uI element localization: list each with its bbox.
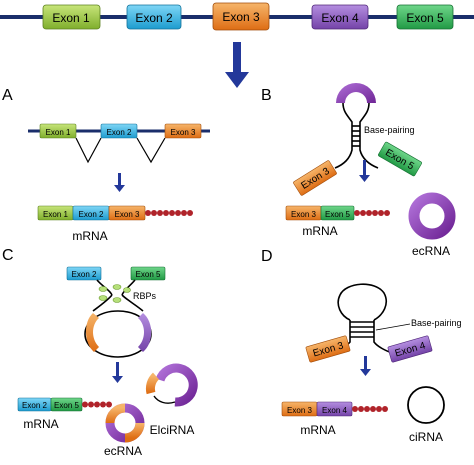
panel-b-exon-5: Exon 5 [378, 141, 422, 177]
panel-c-orange-segment [85, 313, 99, 352]
rbp-proteins [98, 284, 131, 303]
panel-a-exon-2: Exon 2 [100, 123, 138, 139]
panel-c: C Exon 2 Exon 5 RBPs [2, 247, 198, 458]
panel-b-purple-arc [336, 83, 376, 103]
panel-a-mrna-exon-1: Exon 1 [43, 210, 68, 219]
panel-c-exon-5-label: Exon 5 [136, 270, 161, 279]
panel-c-mrna-exon-2: Exon 2 [22, 401, 47, 410]
panel-b-exon-3: Exon 3 [293, 160, 337, 196]
panel-d-pointer-line [375, 323, 411, 331]
panel-c-mrna-exon-5: Exon 5 [54, 401, 79, 410]
panel-a-letter: A [2, 87, 13, 104]
panel-b-mrna-label: mRNA [302, 224, 337, 238]
poly-a-tail [82, 401, 112, 408]
panel-c-rbps-label: RBPs [133, 291, 157, 301]
panel-d-letter: D [261, 248, 273, 265]
poly-a-tail [145, 210, 193, 216]
panel-a-mrna-exon-2: Exon 2 [79, 210, 104, 219]
panel-c-elcirna-label: ElciRNA [150, 423, 195, 437]
panel-a-exon-2-label: Exon 2 [107, 128, 132, 137]
panel-d-cirna-label: ciRNA [409, 430, 443, 444]
panel-b-ecrna-label: ecRNA [412, 244, 450, 258]
panel-a-splice-line-1 [75, 137, 102, 164]
panel-b-mrna-exon-3: Exon 3 [291, 210, 316, 219]
gene-structure: Exon 1 Exon 2 Exon 3 Exon 4 Exon 5 [0, 2, 474, 31]
panel-a-exon-1: Exon 1 [39, 123, 77, 139]
panel-d-arrow [360, 356, 371, 376]
panel-c-ecrna-label: ecRNA [104, 444, 142, 458]
panel-d-mrna-label: mRNA [300, 423, 335, 437]
top-exon-2-label: Exon 2 [135, 11, 173, 25]
panel-c-elcirna-ring [145, 363, 198, 407]
panel-d-mrna-exon-4: Exon 4 [322, 406, 347, 415]
panel-b-mrna: Exon 3 Exon 5 [285, 205, 390, 221]
panel-a-exon-3: Exon 3 [164, 123, 202, 139]
top-exon-3: Exon 3 [212, 2, 270, 31]
panel-a-exon-3-label: Exon 3 [171, 128, 196, 137]
panel-c-letter: C [2, 247, 14, 264]
panel-d-mrna-exon-3: Exon 3 [287, 406, 312, 415]
panel-a-arrow [114, 173, 125, 192]
panel-d-mrna: Exon 3 Exon 4 [281, 401, 388, 417]
panel-a-mrna-label: mRNA [72, 229, 107, 243]
poly-a-tail [352, 406, 388, 412]
top-exon-4-label: Exon 4 [321, 11, 359, 25]
panel-c-exon-2: Exon 2 [66, 266, 102, 281]
panel-b: B Base-pairing Exon 3 Exon 5 Exon 3 [261, 83, 456, 258]
panel-d-exon-3: Exon 3 [305, 335, 351, 363]
top-exon-5-label: Exon 5 [406, 11, 444, 25]
panel-b-arrow [359, 160, 370, 182]
top-exon-4: Exon 4 [311, 4, 369, 30]
panel-c-ecrna-ring [105, 403, 145, 443]
panel-a-splice-line-2 [136, 137, 166, 164]
panel-c-mrna-label: mRNA [23, 417, 58, 431]
panel-c-exon-2-label: Exon 2 [72, 270, 97, 279]
top-exon-1: Exon 1 [42, 4, 101, 30]
panel-b-base-pairing: Base-pairing [364, 125, 415, 135]
panel-a-exon-1-label: Exon 1 [46, 128, 71, 137]
top-exon-5: Exon 5 [396, 4, 454, 30]
panel-b-mrna-exon-5: Exon 5 [325, 210, 350, 219]
panel-b-letter: B [261, 87, 272, 104]
panel-d-base-pairing: Base-pairing [411, 318, 462, 328]
panel-d: D Base-pairing Exon 3 Exon 4 Exon 3 [261, 248, 462, 444]
panel-d-cirna-ring [407, 386, 445, 424]
panel-b-stem [334, 102, 379, 169]
panel-b-ecrna-ring [408, 192, 456, 240]
panel-c-arrow [112, 362, 123, 383]
top-exon-2: Exon 2 [126, 4, 182, 30]
panel-c-exon-5: Exon 5 [130, 266, 166, 281]
panel-a-mrna-exon-3: Exon 3 [115, 210, 140, 219]
panel-a: A Exon 1 Exon 2 Exon 3 Exon 1 Exon 2 Exo… [2, 87, 210, 243]
panel-c-purple-segment [138, 313, 152, 352]
top-exon-3-label: Exon 3 [222, 10, 260, 24]
top-exon-1-label: Exon 1 [52, 11, 90, 25]
main-down-arrow [225, 42, 249, 88]
panel-d-exon-4: Exon 4 [387, 335, 433, 363]
panel-c-mrna: Exon 2 Exon 5 [17, 397, 112, 412]
poly-a-tail [354, 210, 390, 216]
panel-a-mrna: Exon 1 Exon 2 Exon 3 [37, 205, 193, 221]
